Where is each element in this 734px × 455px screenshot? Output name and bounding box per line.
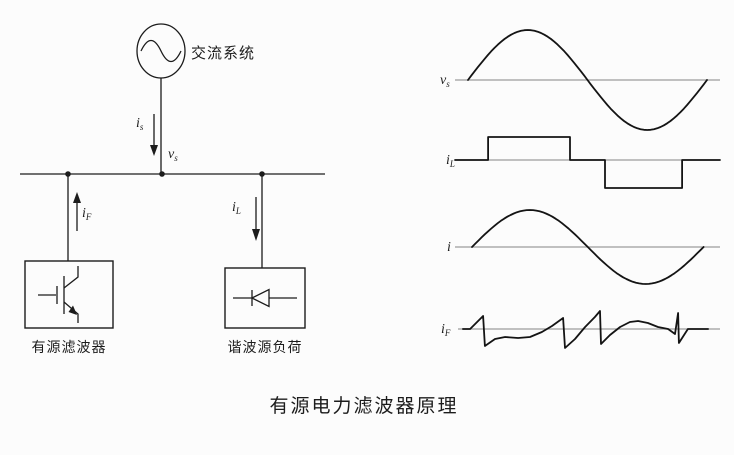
filter-current-label: iF: [82, 206, 92, 222]
diode-icon: [233, 288, 297, 308]
filter-box: [24, 260, 114, 329]
load-current-label: iL: [232, 200, 241, 216]
ac-source-label: 交流系统: [191, 44, 255, 62]
waveform-curve-source-voltage: [467, 29, 708, 131]
filter-box-label: 有源滤波器: [32, 340, 107, 356]
figure-caption: 有源电力滤波器原理: [269, 395, 458, 417]
bus-junction-dot: [159, 171, 165, 177]
waveform-panel: vs iL i iF: [440, 29, 721, 349]
sine-glyph-icon: [140, 39, 182, 63]
igbt-icon: [38, 266, 79, 323]
waveform-label-vs: vs: [440, 73, 450, 89]
waveform-curves: [454, 29, 721, 349]
filter-current-arrowhead-icon: [73, 192, 81, 203]
source-current-label: is: [136, 116, 144, 132]
load-box: [224, 267, 306, 329]
waveform-curve-source-current: [471, 209, 705, 285]
bus-voltage-label: vs: [168, 147, 178, 163]
waveform-label-if: iF: [441, 322, 451, 338]
waveform-label-i: i: [447, 240, 451, 255]
waveform-curve-filter-compensation-current: [462, 310, 709, 349]
source-current-arrowhead-icon: [150, 145, 158, 156]
waveform-curve-load-current: [454, 136, 721, 189]
igbt-emitter-arrowhead-icon: [68, 305, 77, 315]
circuit-diagram: 交流系统 is vs iF 有源滤波器: [20, 23, 325, 356]
waveform-label-il: iL: [446, 153, 455, 169]
load-current-arrowhead-icon: [252, 229, 260, 241]
load-box-label: 谐波源负荷: [228, 340, 303, 356]
